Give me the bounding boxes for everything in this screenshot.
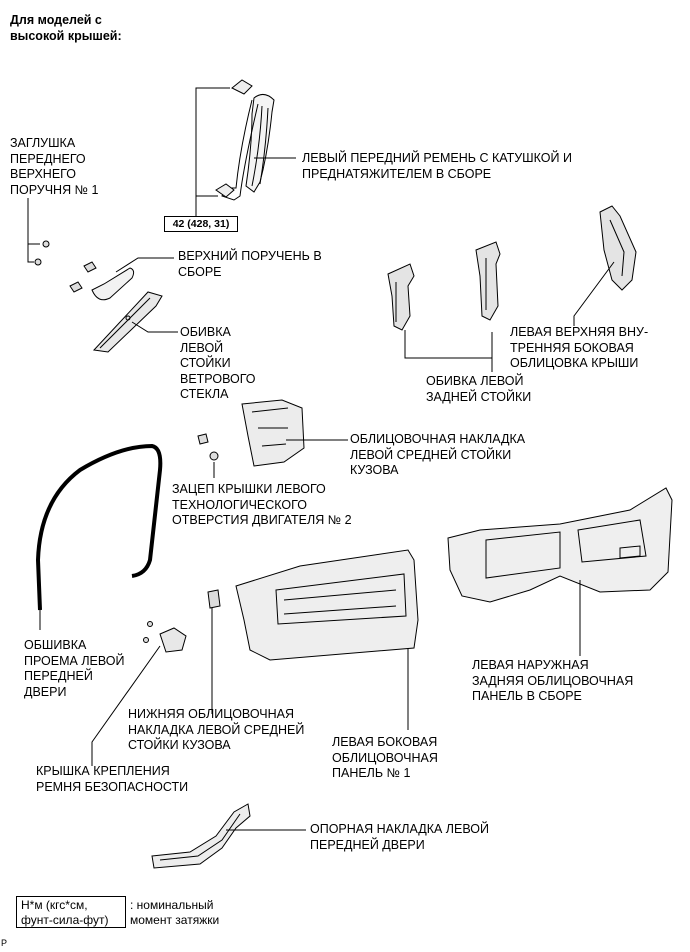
- legend-box: Н*м (кгс*см, фунт-сила-фут): [16, 896, 126, 928]
- windshield-pillar-part: [92, 291, 163, 353]
- page-title: Для моделей с высокой крышей:: [10, 13, 122, 43]
- windshield-pillar-label: ОБИВКА ЛЕВОЙ СТОЙКИ ВЕТРОВОГО СТЕКЛА: [180, 325, 256, 401]
- front-belt-label: ЛЕВЫЙ ПЕРЕДНИЙ РЕМЕНЬ С КАТУШКОЙ И ПРЕДН…: [302, 151, 572, 181]
- scuff-plate-label: ОПОРНАЯ НАКЛАДКА ЛЕВОЙ ПЕРЕДНЕЙ ДВЕРИ: [310, 822, 489, 852]
- scuff-plate-part: [151, 803, 251, 869]
- engine-hole-cover-label: ЗАЦЕП КРЫШКИ ЛЕВОГО ТЕХНОЛОГИЧЕСКОГО ОТВ…: [172, 482, 352, 527]
- quarter-panel-label: ЛЕВАЯ НАРУЖНАЯ ЗАДНЯЯ ОБЛИЦОВОЧНАЯ ПАНЕЛ…: [472, 658, 634, 703]
- center-pillar-upper-label: ОБЛИЦОВОЧНАЯ НАКЛАДКА ЛЕВОЙ СРЕДНЕЙ СТОЙ…: [350, 432, 526, 477]
- side-panel-part: [207, 549, 419, 661]
- rear-pillar-label: ОБИВКА ЛЕВОЙ ЗАДНЕЙ СТОЙКИ: [426, 374, 532, 404]
- roof-side-inner-label: ЛЕВАЯ ВЕРХНЯЯ ВНУ- ТРЕННЯЯ БОКОВАЯ ОБЛИЦ…: [510, 325, 649, 370]
- quarter-panel-part: [447, 487, 673, 603]
- center-pillar-lower-label: НИЖНЯЯ ОБЛИЦОВОЧНАЯ НАКЛАДКА ЛЕВОЙ СРЕДН…: [128, 707, 305, 752]
- assist-grip-label: ВЕРХНИЙ ПОРУЧЕНЬ В СБОРЕ: [178, 249, 322, 279]
- assist-grip-part: [69, 261, 135, 301]
- belt-anchor-cover-label: КРЫШКА КРЕПЛЕНИЯ РЕМНЯ БЕЗОПАСНОСТИ: [36, 764, 189, 794]
- torque-spec: 42 (428, 31): [164, 216, 238, 232]
- side-panel-label: ЛЕВАЯ БОКОВАЯ ОБЛИЦОВОЧНАЯ ПАНЕЛЬ № 1: [332, 735, 438, 780]
- door-weatherstrip-label: ОБШИВКА ПРОЕМА ЛЕВОЙ ПЕРЕДНЕЙ ДВЕРИ: [24, 638, 125, 699]
- belt-anchor-cover-part: [143, 621, 187, 653]
- assist-grip-plug-label: ЗАГЛУШКА ПЕРЕДНЕГО ВЕРХНЕГО ПОРУЧНЯ № 1: [10, 136, 99, 197]
- corner-mark: P: [1, 938, 8, 948]
- center-pillar-upper-part: [197, 399, 305, 467]
- front-belt-part: [215, 79, 275, 201]
- rear-pillar-parts: [387, 205, 637, 331]
- door-weatherstrip-part: [35, 443, 163, 611]
- legend-text: : номинальный момент затяжки: [130, 898, 220, 927]
